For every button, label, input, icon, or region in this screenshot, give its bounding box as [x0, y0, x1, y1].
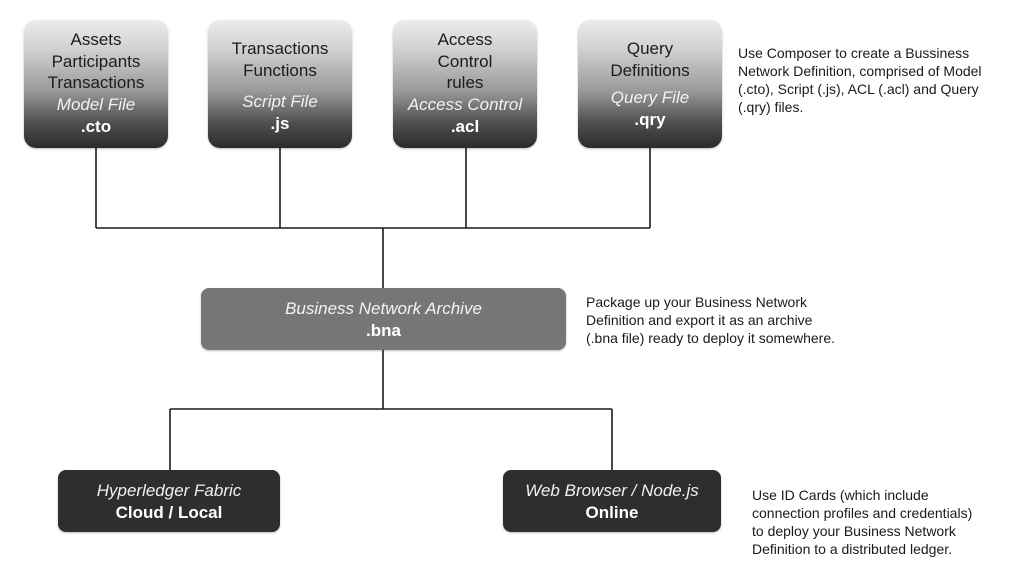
fabric-deployment: Cloud / Local — [115, 502, 223, 522]
query-file-box: Query Definitions Query File .qry — [578, 20, 722, 148]
archive-label: Business Network Archive — [285, 298, 482, 318]
query-file-extension: .qry — [634, 110, 666, 129]
package-note: Package up your Business Network Definit… — [586, 294, 836, 346]
hyperledger-fabric-box: Hyperledger Fabric Cloud / Local — [58, 470, 280, 532]
acl-file-label: Access Control — [407, 94, 523, 114]
model-file-label: Model File — [56, 94, 136, 114]
script-file-contents: Transactions Functions — [231, 39, 329, 80]
composer-note: Use Composer to create a Bussiness Netwo… — [738, 45, 982, 115]
acl-file-extension: .acl — [450, 116, 480, 136]
script-file-label: Script File — [242, 92, 318, 111]
query-file-contents: Query Definitions — [610, 39, 690, 80]
model-file-box: Assets Participants Transactions Model F… — [24, 20, 168, 148]
model-file-extension: .cto — [80, 116, 112, 136]
script-file-extension: .js — [270, 114, 290, 133]
browser-deployment: Online — [585, 502, 639, 522]
fabric-label: Hyperledger Fabric — [96, 480, 242, 500]
business-network-archive-box: Business Network Archive .bna — [201, 288, 566, 350]
id-cards-note: Use ID Cards (which include connection p… — [752, 487, 973, 557]
model-file-contents: Assets Participants Transactions — [47, 30, 145, 92]
acl-file-contents: Access Control rules — [437, 30, 493, 92]
browser-label: Web Browser / Node.js — [525, 480, 699, 500]
acl-file-box: Access Control rules Access Control .acl — [393, 20, 537, 148]
query-file-label: Query File — [610, 88, 690, 107]
archive-extension: .bna — [366, 320, 401, 340]
web-browser-box: Web Browser / Node.js Online — [503, 470, 721, 532]
script-file-box: Transactions Functions Script File .js — [208, 20, 352, 148]
